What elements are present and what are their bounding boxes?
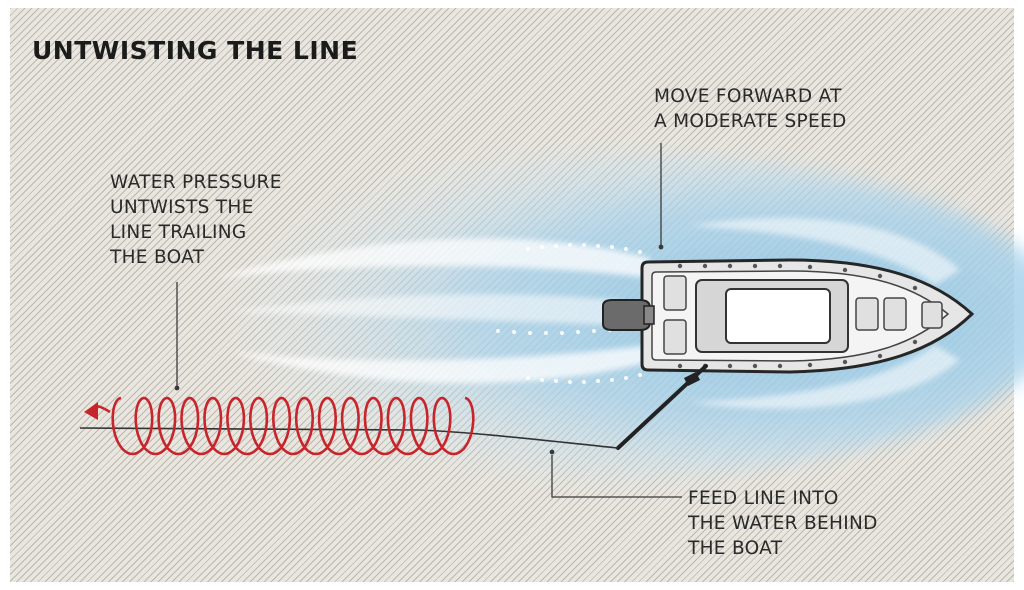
- stern-hatch-top: [663, 275, 687, 311]
- bow-hatch-3: [921, 301, 943, 329]
- spray-dots: [496, 243, 642, 384]
- stern-hatch-bottom: [663, 319, 687, 355]
- callout-line: WATER PRESSURE: [110, 172, 282, 193]
- coil-spiral: [111, 396, 475, 456]
- callout-feed-line: FEED LINE INTO THE WATER BEHIND THE BOAT: [688, 486, 878, 561]
- callout-move-forward: MOVE FORWARD AT A MODERATE SPEED: [654, 84, 847, 134]
- bow-hatch-2: [883, 297, 907, 331]
- page-title: UNTWISTING THE LINE: [32, 36, 359, 65]
- callout-line: A MODERATE SPEED: [654, 111, 847, 132]
- line-twist-coils: [84, 396, 475, 456]
- boat-wake: [120, 150, 1024, 480]
- callout-line: LINE TRAILING: [110, 222, 247, 243]
- outboard-motor: [602, 299, 651, 331]
- console-window: [725, 288, 831, 344]
- callout-line: THE BOAT: [688, 538, 783, 559]
- fishing-line: [79, 427, 619, 449]
- boat: [602, 258, 975, 374]
- callout-line: FEED LINE INTO: [688, 488, 839, 509]
- leader-lines: [176, 143, 682, 498]
- bow-hatch-1: [855, 297, 879, 331]
- rod-and-line: [79, 364, 708, 450]
- leader-feed-line: [551, 455, 682, 498]
- callout-line: THE BOAT: [110, 247, 205, 268]
- deck-cleats: [677, 263, 918, 369]
- callout-line: UNTWISTS THE: [110, 197, 254, 218]
- coil-arrowhead: [84, 402, 98, 420]
- callout-line: THE WATER BEHIND: [688, 513, 878, 534]
- rod-reel: [684, 372, 700, 386]
- callout-line: MOVE FORWARD AT: [654, 86, 842, 107]
- leader-endpoints: [174, 244, 664, 455]
- callout-water-pressure: WATER PRESSURE UNTWISTS THE LINE TRAILIN…: [110, 170, 282, 270]
